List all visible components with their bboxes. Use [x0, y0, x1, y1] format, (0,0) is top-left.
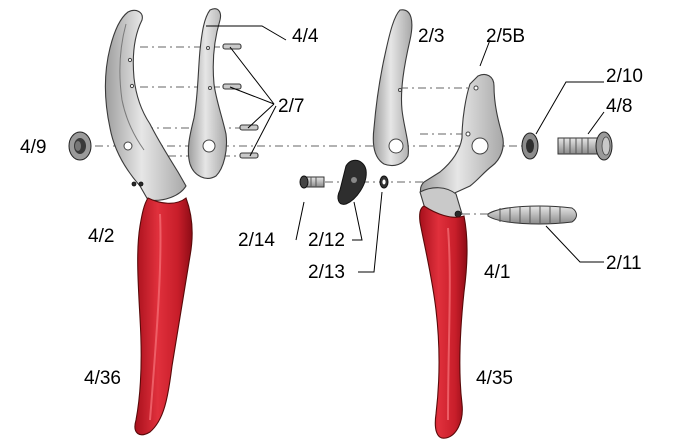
pivot-hole: [123, 141, 133, 151]
washer-2-10: [521, 132, 539, 160]
leader-2-7: [247, 103, 275, 129]
label-2-14: 2/14: [238, 230, 275, 251]
stop-pin: [131, 181, 137, 187]
spring-2-11: [487, 205, 577, 225]
left-handle-assembly: [104, 9, 193, 436]
label-2-11: 2/11: [606, 253, 642, 274]
rivet-hole: [129, 83, 135, 89]
rivet-hole: [473, 85, 479, 91]
leader-2-11: [545, 225, 604, 263]
label-4-36: 4/36: [84, 368, 121, 389]
label-2-3: 2/3: [418, 26, 444, 47]
blade-2-3: [372, 9, 413, 167]
head-pivot-hole: [471, 137, 489, 155]
left-grip-4-36: [134, 197, 193, 436]
rivet-hole: [465, 131, 471, 137]
label-4-8: 4/8: [606, 96, 632, 117]
leader-2-12: [352, 201, 363, 241]
rivet: [222, 43, 242, 50]
label-4-4: 4/4: [292, 26, 319, 47]
leader-2-5b: [479, 39, 491, 67]
nut-4-9: [68, 131, 92, 161]
label-2-10: 2/10: [606, 66, 643, 87]
leader-2-7: [249, 105, 277, 157]
label-2-13: 2/13: [308, 262, 345, 283]
leader-2-10: [535, 81, 604, 135]
leader-2-13: [358, 191, 383, 273]
leader-2-14: [295, 201, 305, 241]
rivet: [239, 152, 259, 159]
latch-2-12: [337, 159, 367, 205]
leader-4-8: [587, 111, 605, 135]
screw-2-14: [299, 175, 325, 189]
label-2-5b: 2/5B: [486, 26, 525, 47]
rivet-hole: [208, 86, 212, 90]
blade-carrier-2-5b: [419, 73, 504, 201]
bolt-4-8: [557, 131, 613, 161]
spring-seat: [454, 210, 462, 218]
stop-pin: [138, 181, 144, 187]
leader-4-4: [206, 25, 287, 41]
leader-2-7: [229, 86, 275, 105]
anvil-plate-4-4: [187, 8, 228, 179]
label-4-35: 4/35: [476, 368, 513, 389]
label-4-2: 4/2: [88, 226, 114, 247]
rivet-hole: [206, 46, 210, 50]
right-handle-assembly: [419, 73, 504, 439]
rivet: [222, 83, 242, 90]
label-2-12: 2/12: [308, 230, 345, 251]
washer-2-13: [379, 175, 389, 189]
rivet-hole: [127, 57, 133, 63]
right-grip-4-35: [419, 205, 468, 439]
blade-pivot-hole: [388, 138, 404, 154]
rivet-hole: [398, 88, 402, 92]
anvil-hook-4-2: [104, 9, 187, 201]
label-2-7: 2/7: [278, 96, 304, 117]
label-4-9: 4/9: [20, 137, 46, 158]
leader-2-7: [229, 46, 275, 105]
pivot-hole: [202, 139, 216, 153]
label-4-1: 4/1: [484, 262, 510, 283]
